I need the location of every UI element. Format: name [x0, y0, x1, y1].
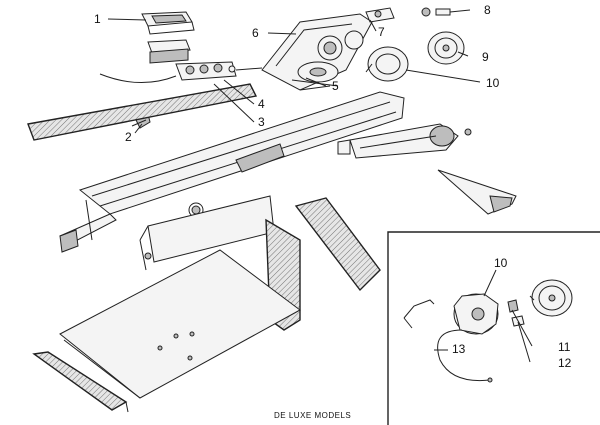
callout-8: 8: [484, 3, 491, 17]
callout-4: 4: [258, 97, 265, 111]
part-1-tray: [141, 11, 195, 35]
inset-dial: [529, 279, 573, 317]
floor-panel: [59, 249, 301, 399]
part-1-bracket: [147, 39, 191, 64]
callout-2: 2: [125, 130, 132, 144]
part-7-bulb-holder: [365, 7, 395, 23]
callout-11: 11: [558, 340, 571, 354]
part-10-speedometer: [365, 46, 409, 82]
part-5-gauge: [291, 61, 339, 87]
callout-3: 3: [258, 115, 265, 129]
switch-cluster: [99, 61, 263, 84]
steering-column-cover: [337, 123, 472, 159]
callout-6: 6: [252, 26, 259, 40]
inset-speedometer: [403, 293, 499, 383]
right-trim-panel: [437, 169, 517, 215]
dash-panel: [59, 91, 405, 253]
dash-trim-upper: [27, 83, 258, 141]
part-6-instrument-housing: [261, 13, 373, 91]
callout-1: 1: [94, 12, 101, 26]
right-bracket-hatched: [294, 197, 381, 292]
part-9-dial: [427, 31, 465, 65]
callout-10-top: 10: [486, 76, 500, 90]
callout-12: 12: [558, 356, 572, 370]
callout-5: 5: [332, 79, 339, 93]
inset-clip: [507, 299, 525, 327]
inset-frame: [387, 231, 600, 425]
callout-13: 13: [452, 342, 466, 356]
callout-10-inset: 10: [494, 256, 508, 270]
inset-caption: DE LUXE MODELS: [274, 411, 352, 420]
leader-lines: [107, 9, 533, 363]
kick-panel-hatched: [32, 351, 129, 413]
callout-7: 7: [378, 25, 385, 39]
knob: [188, 202, 204, 218]
part-8-bulb: [421, 7, 451, 17]
callout-9: 9: [482, 50, 489, 64]
